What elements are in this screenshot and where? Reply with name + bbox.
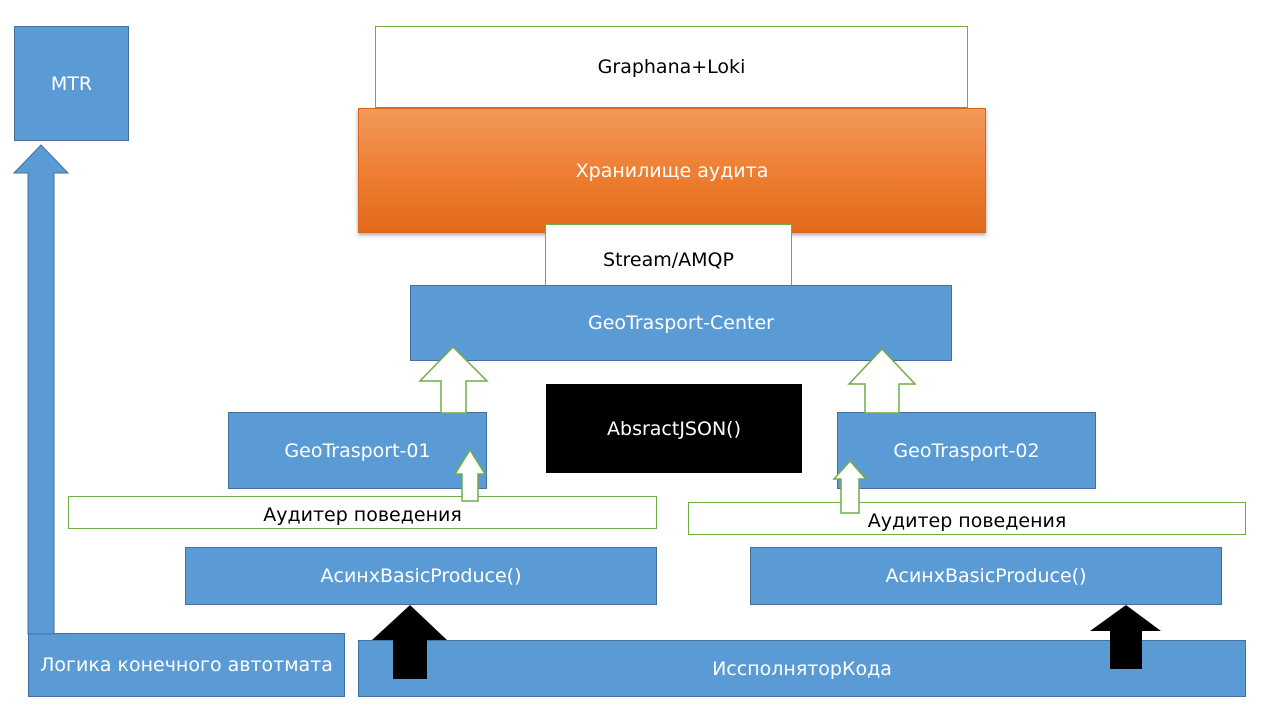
- audit-storage-node: Хранилище аудита: [358, 108, 986, 233]
- async-basic-produce-left-label: АсинхBasicProduce(): [320, 565, 522, 587]
- behavior-auditor-left-node: Аудитер поведения: [68, 496, 657, 529]
- geotransport-01-label: GeoTrasport-01: [284, 439, 431, 462]
- geotransport-01-node: GeoTrasport-01: [228, 412, 487, 489]
- behavior-auditor-left-label: Аудитер поведения: [263, 504, 462, 526]
- abstract-json-node: AbsractJSON(): [546, 384, 802, 473]
- mtr-node: MTR: [14, 26, 129, 141]
- behavior-auditor-right-node: Аудитер поведения: [688, 502, 1246, 535]
- code-executor-label: ИссполняторКода: [712, 657, 892, 680]
- grafana-loki-label: Graphana+Loki: [597, 56, 746, 78]
- code-executor-node: ИссполняторКода: [358, 640, 1246, 697]
- behavior-auditor-right-label: Аудитер поведения: [867, 510, 1067, 532]
- fsm-logic-label: Логика конечного автотмата: [40, 654, 333, 676]
- mtr-label: MTR: [50, 73, 93, 95]
- fsm-to-mtr-arrow: [12, 144, 70, 635]
- async-basic-produce-right-label: АсинхBasicProduce(): [885, 565, 1087, 587]
- audit-storage-label: Хранилище аудита: [575, 159, 769, 182]
- geotransport-center-node: GeoTrasport-Center: [410, 285, 952, 361]
- async-basic-produce-right-node: АсинхBasicProduce(): [750, 547, 1222, 605]
- geotransport-02-node: GeoTrasport-02: [837, 412, 1096, 489]
- abstract-json-label: AbsractJSON(): [607, 417, 741, 440]
- stream-amqp-node: Stream/AMQP: [545, 224, 792, 294]
- async-basic-produce-left-node: АсинхBasicProduce(): [185, 547, 657, 605]
- stream-amqp-label: Stream/AMQP: [603, 249, 734, 271]
- fsm-logic-node: Логика конечного автотмата: [28, 633, 345, 697]
- geotransport-02-label: GeoTrasport-02: [893, 439, 1040, 462]
- grafana-loki-node: Graphana+Loki: [375, 26, 968, 108]
- geotransport-center-label: GeoTrasport-Center: [588, 312, 774, 334]
